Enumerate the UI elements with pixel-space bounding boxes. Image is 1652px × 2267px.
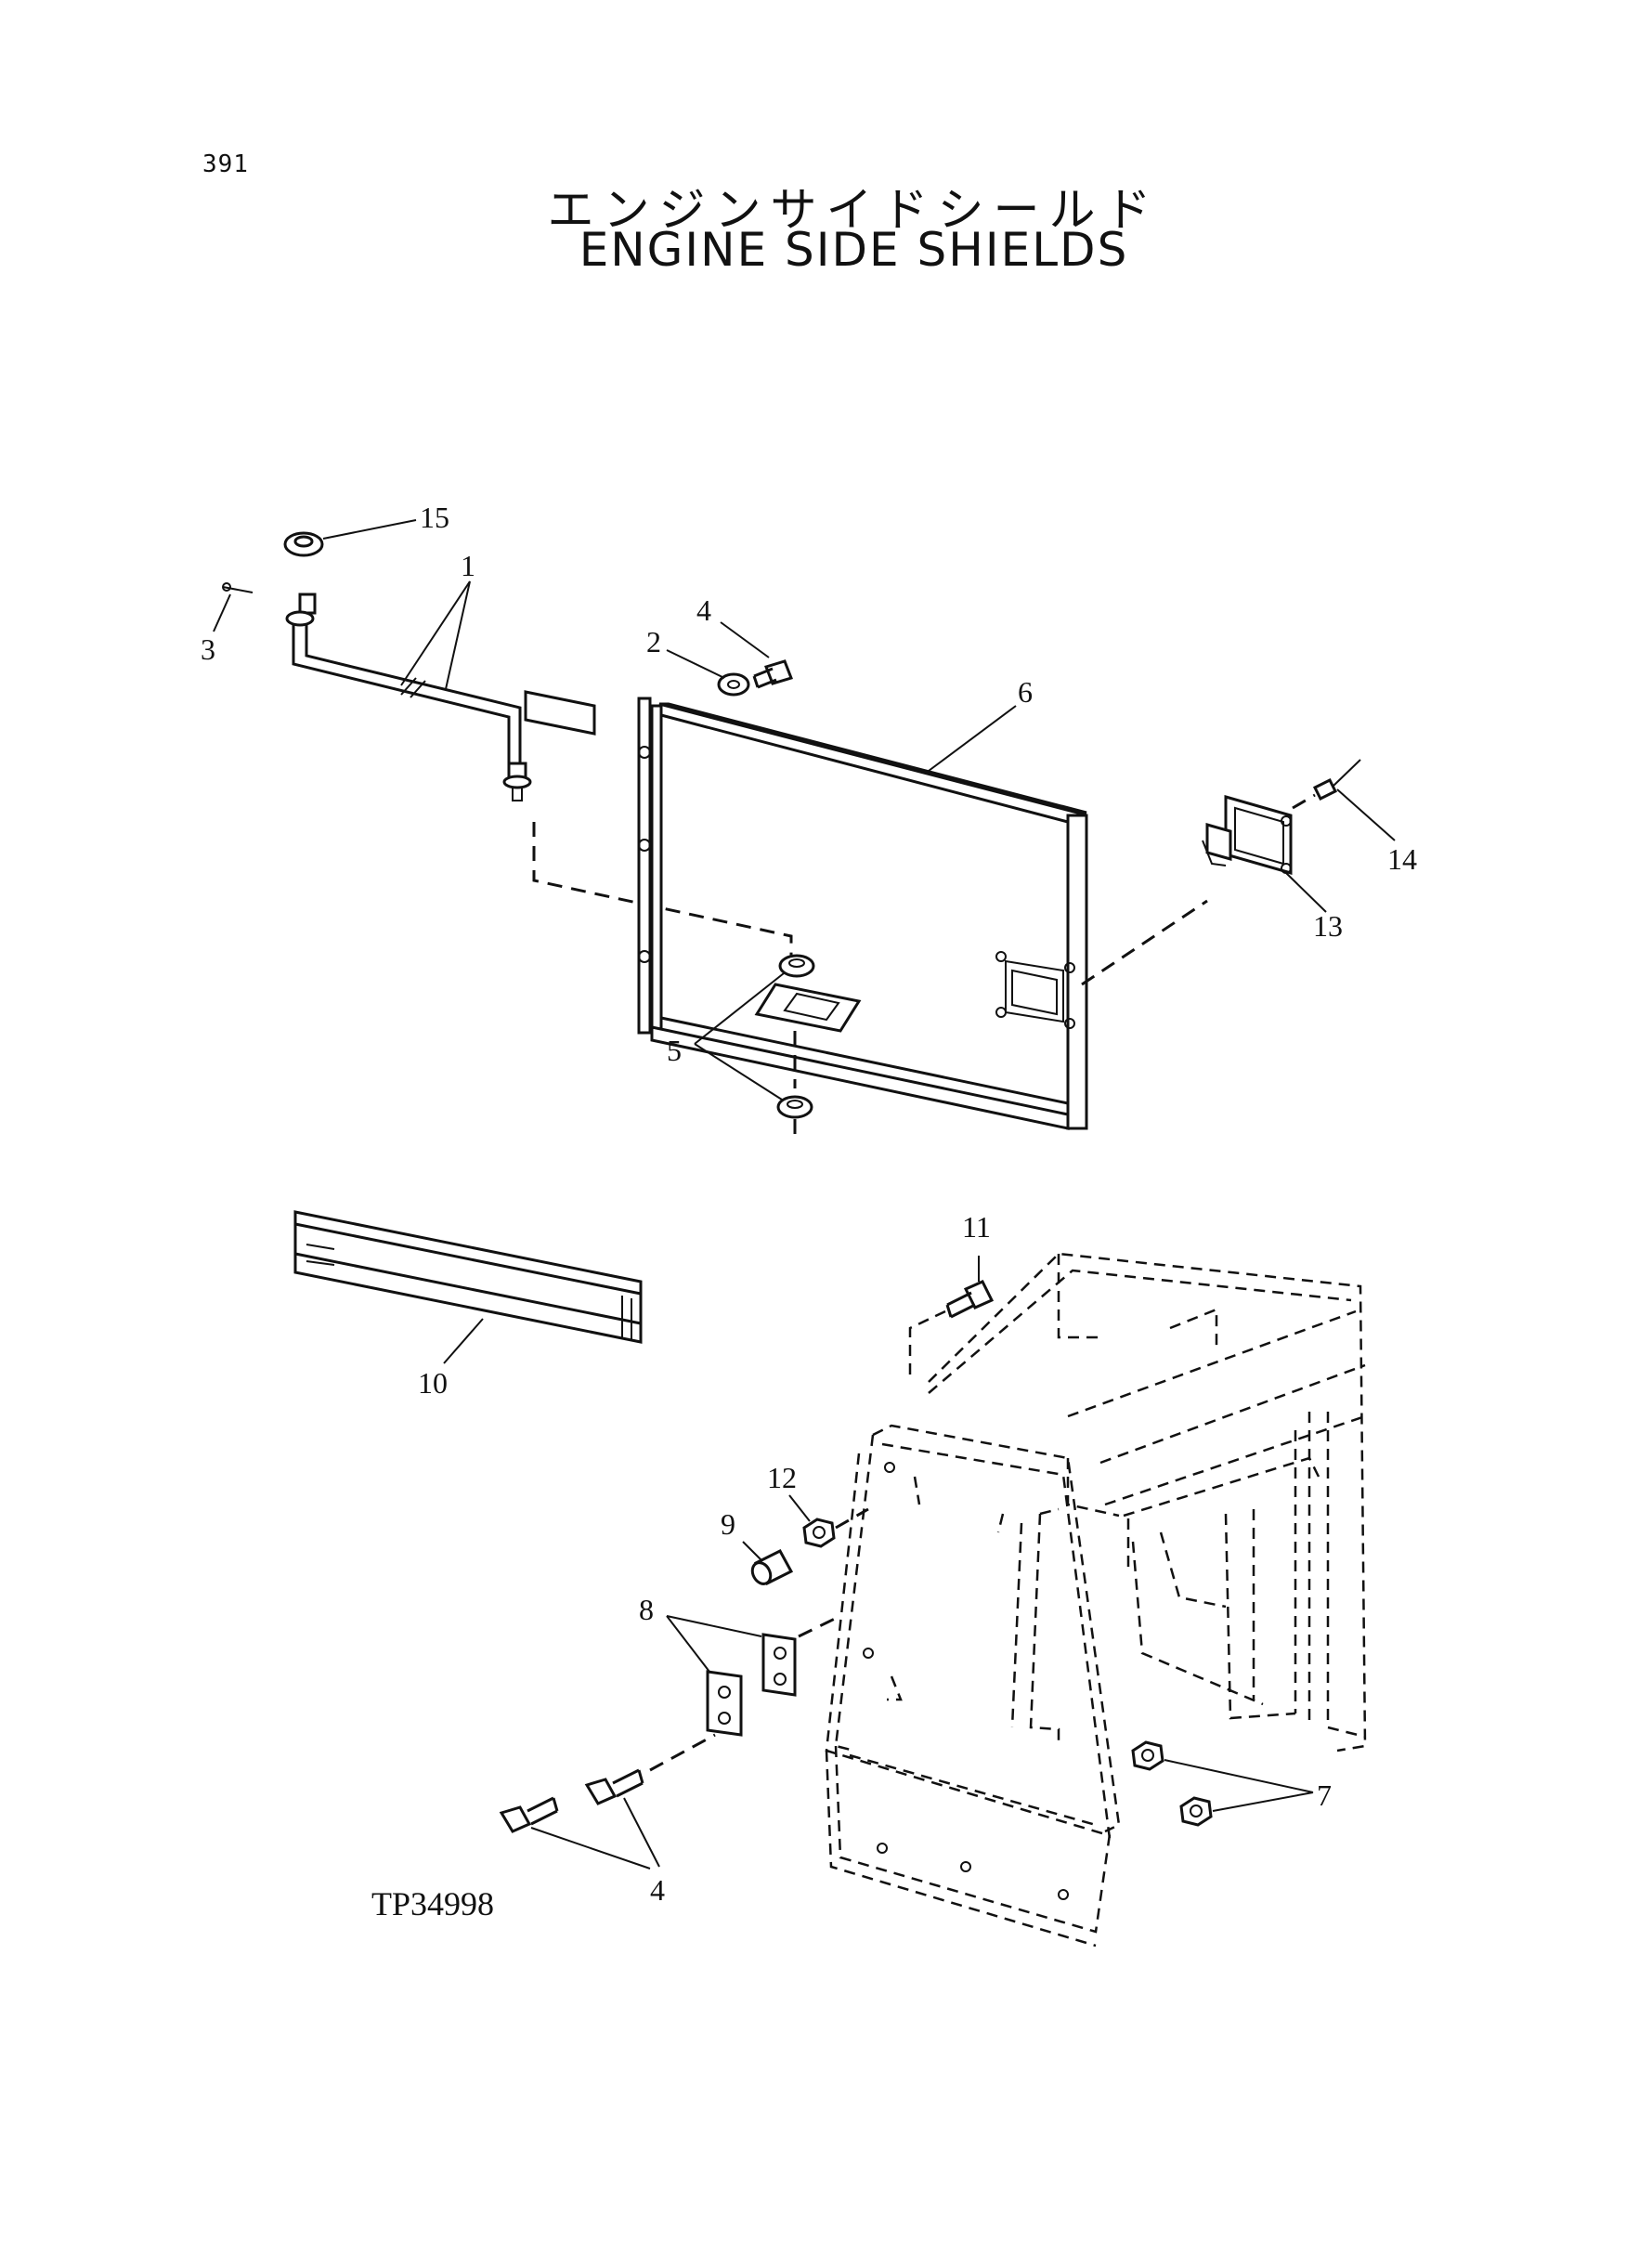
leader-7b (1212, 1791, 1314, 1812)
part-14-screw (1312, 759, 1361, 801)
leader-13 (1285, 872, 1327, 913)
page-title-japanese: エンジンサイドシールド (547, 183, 1161, 237)
part-15-grommet (283, 531, 324, 557)
assembly-line-screw (1292, 793, 1316, 810)
callout-10: 10 (418, 1366, 448, 1400)
leader-1a (400, 580, 471, 686)
callout-4-bottom: 4 (650, 1873, 665, 1907)
part-7-nut-upper (1131, 1740, 1164, 1771)
part-2-washer (717, 672, 750, 697)
leader-5b (694, 1043, 783, 1101)
part-4-bolt-top (752, 659, 793, 689)
part-1-rod (285, 593, 596, 801)
part-5-rubber-lower (776, 1095, 813, 1119)
page-title-english: ENGINE SIDE SHIELDS (579, 223, 1129, 277)
assembly-line-bolt-11 (908, 1309, 946, 1375)
part-8-plate-left (706, 1670, 743, 1737)
callout-1: 1 (461, 549, 475, 582)
leader-3 (213, 593, 231, 632)
callout-2: 2 (646, 625, 661, 658)
part-13-lock (1202, 795, 1293, 875)
part-6-side-shield (637, 697, 1088, 1130)
leader-6 (928, 705, 1017, 772)
part-9-spacer (750, 1549, 794, 1585)
reference-engine-frame (825, 1252, 1367, 1948)
leader-8b (666, 1615, 710, 1673)
assembly-line-rod (532, 822, 793, 957)
leader-1b (445, 580, 471, 690)
callout-9: 9 (721, 1507, 735, 1541)
leader-10 (443, 1318, 484, 1364)
part-11-bolt (945, 1280, 995, 1319)
leader-15 (322, 519, 417, 540)
callout-6: 6 (1018, 675, 1033, 709)
callout-14: 14 (1387, 842, 1417, 876)
leader-12 (788, 1494, 811, 1522)
part-3-pin (222, 582, 254, 593)
part-7-nut-lower (1179, 1796, 1213, 1827)
callout-8: 8 (639, 1593, 654, 1626)
part-5-rubber-upper (778, 954, 815, 978)
part-10-rail (293, 1210, 643, 1344)
figure-code: TP34998 (371, 1885, 494, 1922)
callout-5: 5 (667, 1034, 682, 1067)
callout-3: 3 (201, 632, 215, 666)
part-4-bolt-bottom-left (499, 1796, 559, 1833)
assembly-line-bolts (649, 1733, 716, 1772)
assembly-line-nut-12 (835, 1507, 869, 1530)
part-8-plate-right (761, 1633, 797, 1697)
leader-4-top (720, 621, 770, 658)
leader-4-bottom-b (623, 1797, 660, 1868)
part-4-bolt-bottom-right (584, 1768, 644, 1805)
callout-7: 7 (1317, 1778, 1332, 1812)
callout-13: 13 (1313, 909, 1343, 943)
part-12-nut (802, 1518, 836, 1548)
leader-7a (1164, 1759, 1314, 1793)
leader-9 (742, 1541, 762, 1561)
assembly-line-plate (798, 1614, 841, 1638)
page-number: 391 (202, 150, 249, 178)
leader-14 (1336, 788, 1396, 841)
leader-8a (666, 1615, 762, 1637)
callout-15: 15 (420, 501, 449, 534)
leader-2 (666, 649, 725, 679)
assembly-line-lock (1081, 899, 1208, 986)
callout-11: 11 (962, 1210, 991, 1244)
leader-5a (694, 972, 785, 1045)
leader-4-bottom-a (530, 1827, 651, 1870)
callout-4-top: 4 (696, 593, 711, 627)
callout-12: 12 (767, 1461, 797, 1494)
